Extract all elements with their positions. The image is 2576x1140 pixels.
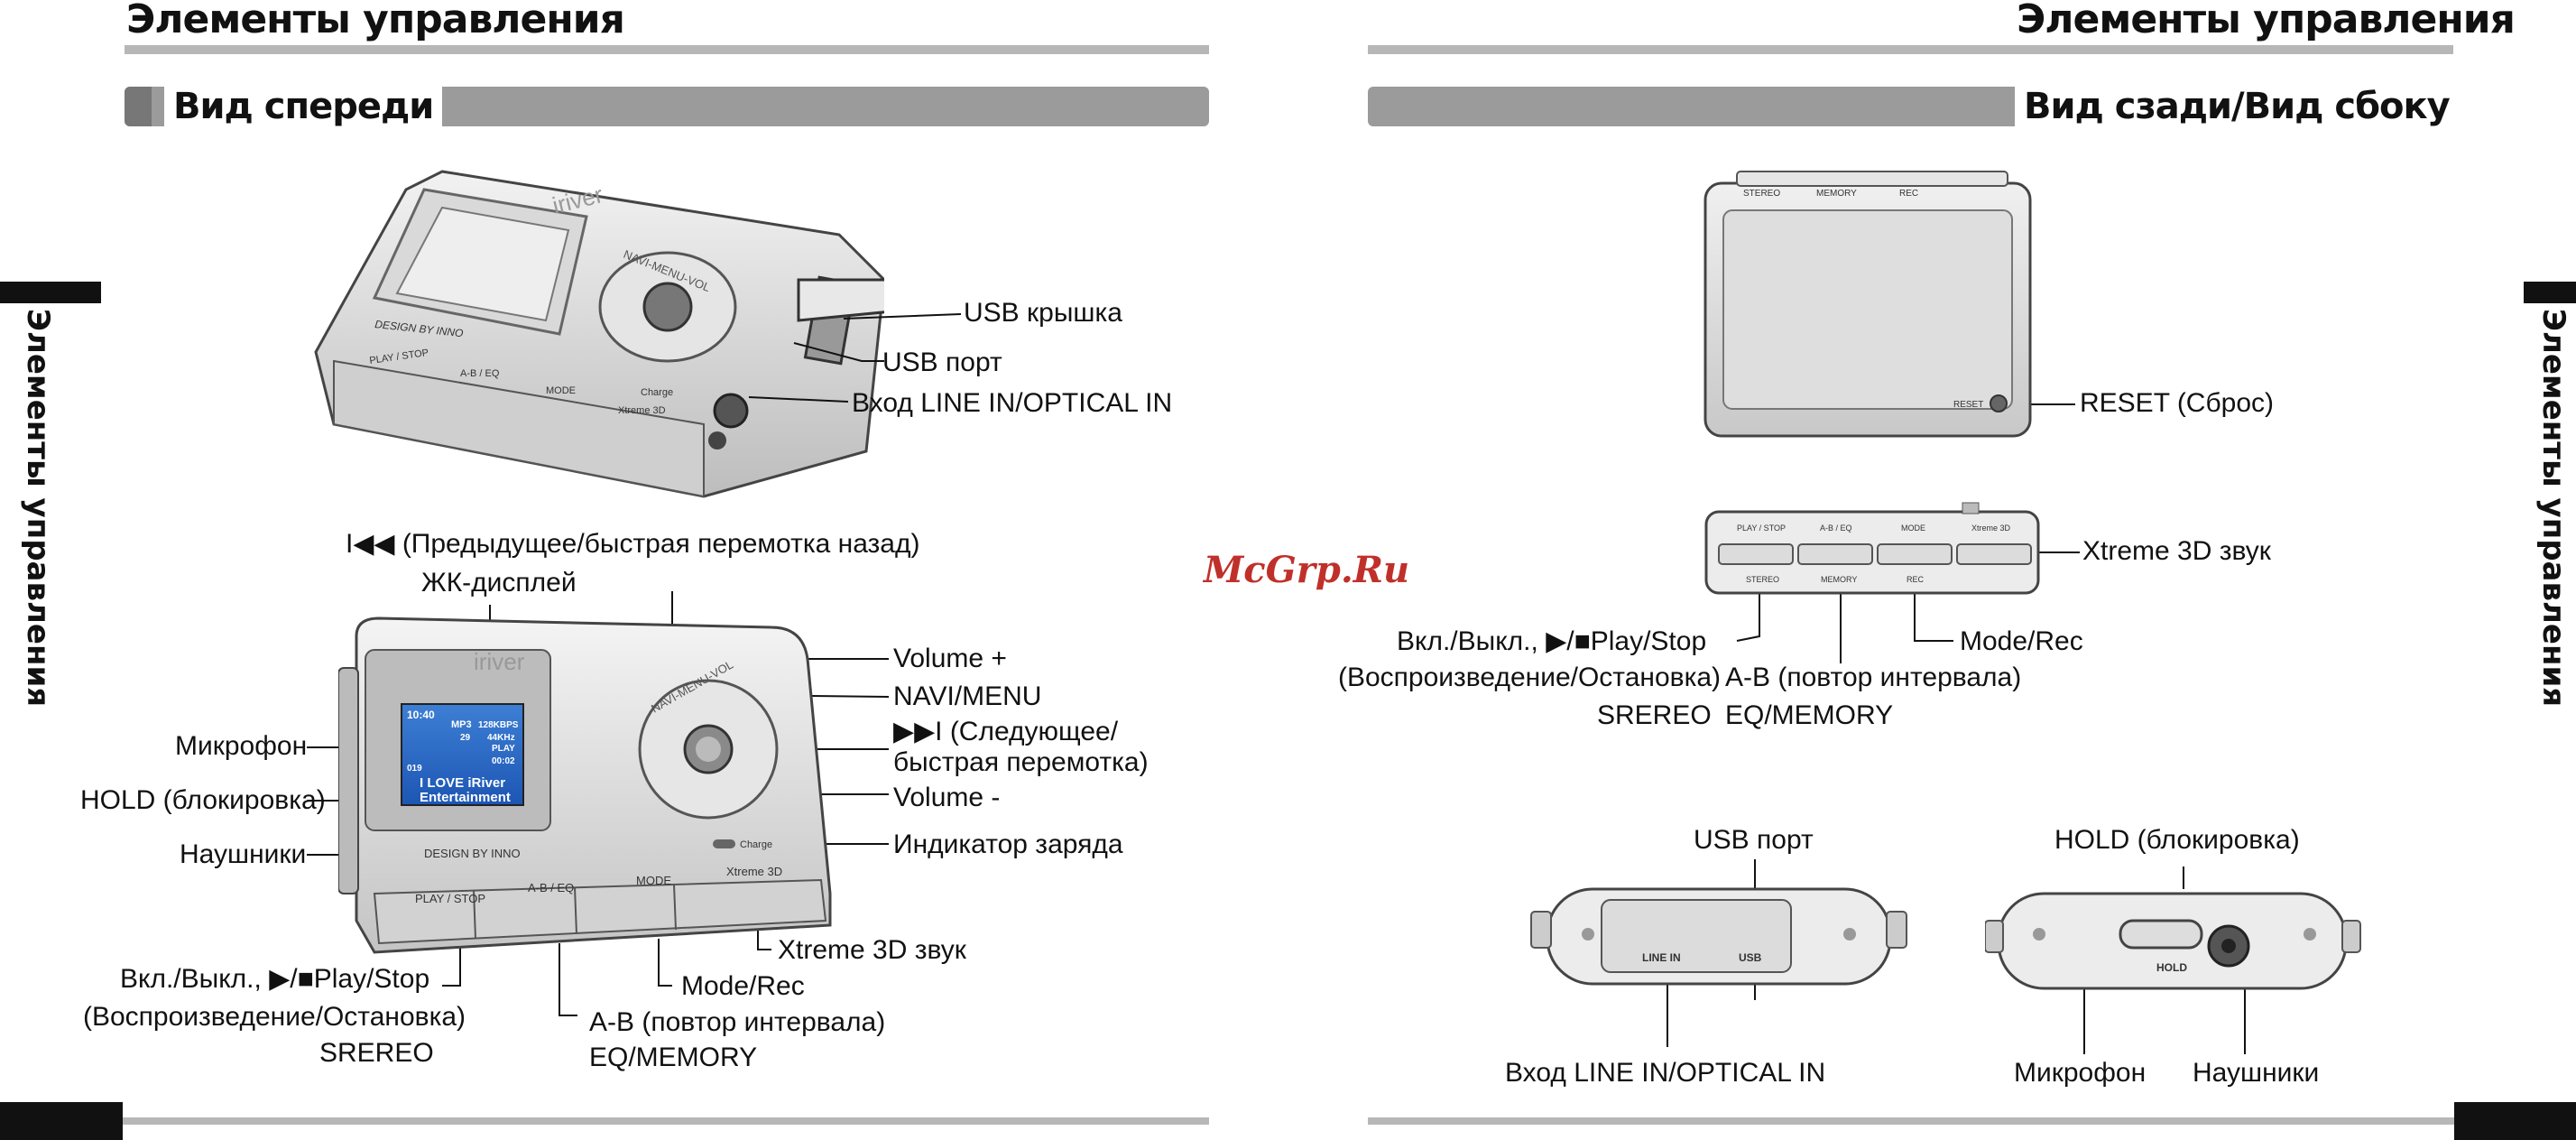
front-main-brand: iriver — [474, 648, 525, 675]
label-prev: I◀◀ (Предыдущее/быстрая перемотка назад) — [346, 529, 920, 559]
topedge-top-4: Xtreme 3D — [1971, 524, 2011, 533]
label-side-hold: HOLD (блокировка) — [2054, 825, 2300, 855]
front-top-btn-2: A-B / EQ — [460, 368, 500, 379]
topedge-top-1: PLAY / STOP — [1737, 524, 1786, 533]
lcd-line1: I LOVE iRiver — [420, 775, 505, 791]
label-topedge-play-3: SREREO — [1597, 700, 1712, 730]
front-top-device: iriver NAVI-MENU-VOL DESIGN BY INNO PLAY… — [314, 170, 884, 498]
front-top-btn-4: Xtreme 3D — [618, 405, 666, 416]
lcd-track-time: 00:02 — [492, 756, 515, 766]
rear-reset-small: RESET — [1953, 400, 1983, 410]
label-next-1: ▶▶I (Следующее/ — [893, 717, 1119, 746]
label-usb-cover: USB крышка — [964, 298, 1122, 328]
front-top-btn-3: MODE — [546, 385, 576, 396]
left-footer-rule — [123, 1117, 1209, 1125]
lcd-time: 10:40 — [407, 709, 435, 721]
topedge-top-2: A-B / EQ — [1820, 524, 1852, 533]
label-vol-plus: Volume + — [893, 644, 1007, 673]
label-topedge-xtreme: Xtreme 3D звук — [2082, 536, 2271, 566]
front-main-design: DESIGN BY INNO — [424, 847, 521, 860]
front-main-btn-4: Xtreme 3D — [726, 865, 782, 878]
label-side-mic: Микрофон — [2014, 1058, 2147, 1088]
label-line-in: Вход LINE IN/OPTICAL IN — [852, 388, 1173, 418]
lcd-bitrate: 128KBPS — [478, 720, 519, 730]
rear-label-3: REC — [1899, 189, 1918, 199]
right-footer-rule — [1368, 1117, 2454, 1125]
lcd-freq: 44KHz — [487, 733, 515, 743]
label-side-phones: Наушники — [2193, 1058, 2320, 1088]
label-play-3: SREREO — [319, 1038, 434, 1068]
front-top-charge: Charge — [641, 387, 673, 398]
right-title-rule — [1368, 45, 2453, 54]
rear-device: STEREO MEMORY REC RESET — [1703, 171, 2032, 438]
lcd-line2: Entertainment — [420, 790, 511, 805]
left-section-title: Вид спереди — [164, 84, 443, 129]
rear-label-1: STEREO — [1743, 189, 1780, 199]
front-main-btn-2: A-B / EQ — [528, 881, 574, 894]
topedge-bottom-3: REC — [1907, 575, 1925, 584]
front-main-device: iriver NAVI-MENU-VOL DESIGN BY INNO Char… — [338, 616, 832, 954]
topedge-bottom-2: MEMORY — [1821, 575, 1857, 584]
top-edge-device: PLAY / STOP A-B / EQ MODE Xtreme 3D STER… — [1704, 502, 2040, 595]
side-right-device: HOLD — [1985, 892, 2361, 990]
label-phones: Наушники — [180, 839, 307, 869]
left-page-title: Элементы управления — [126, 0, 625, 42]
lcd-state: PLAY — [492, 744, 515, 754]
left-title-rule — [125, 45, 1209, 54]
label-hold: HOLD (блокировка) — [80, 785, 326, 815]
right-side-tab — [2524, 282, 2576, 303]
left-side-tab — [0, 282, 101, 303]
left-section-cap — [125, 87, 152, 126]
label-usb-port: USB порт — [882, 348, 1002, 377]
front-main-charge: Charge — [740, 839, 772, 850]
side-left-device: LINE IN USB — [1530, 887, 1907, 986]
label-side-usb-port: USB порт — [1694, 825, 1814, 855]
label-reset: RESET (Сброс) — [2080, 388, 2275, 418]
label-topedge-ab-2: EQ/MEMORY — [1725, 700, 1894, 730]
label-side-line-in: Вход LINE IN/OPTICAL IN — [1505, 1058, 1826, 1088]
label-navi-menu: NAVI/MENU — [893, 681, 1042, 711]
label-topedge-play-2: (Воспроизведение/Остановка) — [1338, 663, 1722, 692]
side-usb-small: USB — [1739, 951, 1762, 964]
lcd-format: MP3 — [451, 719, 472, 730]
topedge-bottom-1: STEREO — [1746, 575, 1779, 584]
lcd-screen — [401, 703, 524, 806]
rear-label-2: MEMORY — [1816, 189, 1857, 199]
side-hold-small: HOLD — [2156, 961, 2187, 974]
label-ab-1: A-B (повтор интервала) — [589, 1007, 886, 1037]
right-page-title: Элементы управления — [2017, 0, 2516, 42]
label-topedge-mode: Mode/Rec — [1960, 626, 2083, 656]
label-play-2: (Воспроизведение/Остановка) — [83, 1002, 466, 1032]
lcd-track: 019 — [407, 764, 422, 774]
label-topedge-play-1: Вкл./Выкл., ▶/■Play/Stop — [1397, 626, 1707, 656]
label-xtreme: Xtreme 3D звук — [778, 935, 966, 965]
front-main-btn-1: PLAY / STOP — [415, 892, 485, 905]
side-line-in-small: LINE IN — [1642, 951, 1681, 964]
label-play-1: Вкл./Выкл., ▶/■Play/Stop — [120, 964, 430, 994]
label-topedge-ab-1: A-B (повтор интервала) — [1725, 663, 2022, 692]
label-ab-2: EQ/MEMORY — [589, 1043, 758, 1072]
label-mic: Микрофон — [175, 731, 308, 761]
label-mode: Mode/Rec — [681, 971, 805, 1001]
label-next-2: быстрая перемотка) — [893, 747, 1149, 777]
right-footer-tab — [2454, 1102, 2576, 1140]
label-charge-indicator: Индикатор заряда — [893, 830, 1123, 859]
front-main-btn-3: MODE — [636, 874, 671, 887]
label-lcd: ЖК-дисплей — [421, 568, 577, 598]
left-footer-tab — [0, 1102, 123, 1140]
label-vol-minus: Volume - — [893, 783, 1001, 812]
right-section-title: Вид сзади/Вид сбоку — [2015, 84, 2459, 129]
topedge-top-3: MODE — [1901, 524, 1925, 533]
watermark: McGrp.Ru — [1204, 549, 1410, 591]
lcd-volume: 29 — [460, 733, 471, 743]
